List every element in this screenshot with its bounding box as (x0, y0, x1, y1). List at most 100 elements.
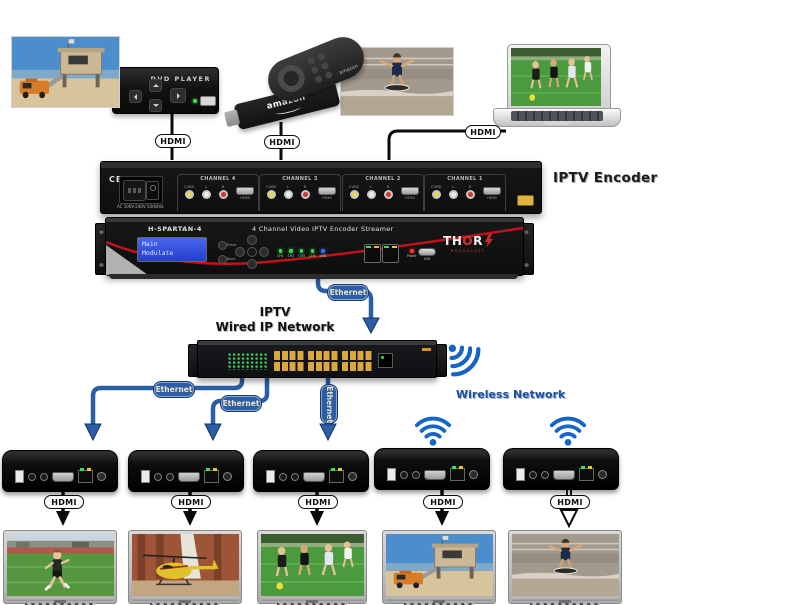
lcd-line-2: Modulate (142, 249, 174, 258)
hdmi-label-box2: HDMI (171, 495, 211, 509)
uplink-port[interactable] (378, 353, 393, 368)
encoder-channel-2: CHANNEL 2 CVBS L R HDMI (342, 174, 424, 211)
audio-left-jack (366, 190, 376, 199)
enter-button[interactable] (218, 241, 227, 250)
wifi-icon-box5 (549, 410, 587, 450)
tv-stand (559, 600, 571, 604)
switch-led-matrix (228, 353, 268, 370)
set-top-box-3 (253, 450, 369, 492)
hdmi-input-port: HDMI (316, 187, 338, 200)
audio-left-jack (448, 190, 458, 199)
iptv-encoder-device: CE AC 100V-240V 50/60Hz CHANNEL 4 CVBS L… (100, 161, 542, 214)
hdmi-out-port (51, 471, 74, 482)
back-button[interactable] (218, 255, 227, 264)
set-top-box-5 (503, 448, 619, 490)
lcd-line-1: Main (142, 240, 158, 248)
laptop-keyboard[interactable] (511, 111, 603, 121)
encoder-channel-1: CHANNEL 1 CVBS L R HDMI (424, 174, 506, 211)
usb-port[interactable]: USB (418, 248, 436, 261)
set-top-box-4 (374, 448, 490, 490)
tv-feet (530, 603, 600, 605)
encoder-power-module (119, 176, 163, 204)
dvd-up-button[interactable] (149, 79, 162, 92)
hdmi-out-port (552, 469, 575, 480)
dvd-source-photo-lifeguard (12, 37, 119, 107)
hdmi-label-dvd: HDMI (155, 134, 191, 148)
port-group-1[interactable] (274, 351, 305, 372)
ethernet-port (578, 466, 594, 481)
lightning-bolt-icon (484, 234, 493, 248)
audio-right-jack (465, 190, 475, 199)
hdmi-label-box3: HDMI (298, 495, 338, 509)
audio-right-jack (300, 190, 310, 199)
hdmi-label-box4: HDMI (423, 495, 463, 509)
ethernet-label-4: Ethernet (321, 385, 337, 423)
skimboarder-source-photo (341, 48, 453, 115)
hdmi-out-port (302, 471, 325, 482)
port-group-3[interactable] (342, 351, 373, 372)
audio-right-jack (383, 190, 393, 199)
network-switch (188, 340, 447, 378)
audio-left-jack (201, 190, 211, 199)
laptop-base (493, 108, 621, 127)
wired-network-heading: IPTV Wired IP Network (215, 305, 335, 334)
navigation-dpad[interactable] (235, 235, 269, 269)
dvd-power-button[interactable] (200, 96, 216, 106)
ethernet-port-1[interactable] (364, 244, 381, 263)
ethernet-port (77, 468, 93, 483)
tv-5 (508, 530, 622, 605)
encoder-channel-4: CHANNEL 4 CVBS L R HDMI (177, 174, 259, 211)
dvd-left-button[interactable] (129, 90, 142, 103)
audio-left-jack (283, 190, 293, 199)
laptop-screen (507, 44, 611, 116)
remote-dpad-ring[interactable] (273, 60, 309, 97)
dvd-play-button[interactable] (170, 88, 186, 103)
wifi-icon-switch (432, 328, 491, 387)
tv-2 (128, 530, 242, 605)
hdmi-label-laptop: HDMI (465, 125, 501, 139)
laptop-notch (544, 121, 570, 125)
tv-4 (382, 530, 496, 605)
hdmi-label-box1: HDMI (44, 495, 84, 509)
laptop-screen-image-soccer (511, 48, 601, 106)
cable-laptop-to-encoder (387, 129, 506, 160)
tv-stand (54, 600, 66, 604)
port-group-2[interactable] (308, 351, 339, 372)
dvd-player-label: DVD PLAYER (150, 75, 211, 83)
aux-port (517, 195, 534, 206)
ethernet-port-2[interactable] (382, 244, 399, 263)
switch-indicator (422, 348, 431, 351)
tv3-image-soccer-game (260, 533, 364, 596)
wireless-network-heading: Wireless Network (456, 388, 566, 401)
hdmi-input-port: HDMI (399, 187, 421, 200)
power-switch[interactable] (146, 181, 159, 200)
hdmi-out-port (423, 469, 446, 480)
set-top-box-2 (128, 450, 244, 492)
ac-inlet (123, 180, 146, 201)
tv-feet (25, 603, 95, 605)
tv-stand (179, 600, 191, 604)
hdmi-label-box5: HDMI (550, 495, 590, 509)
ethernet-port (449, 466, 465, 481)
hdmi-label-firestick: HDMI (264, 135, 300, 149)
ethernet-port (203, 468, 219, 483)
tv-feet (277, 603, 347, 605)
ethernet-label-2: Ethernet (154, 382, 194, 397)
ce-mark: CE (109, 175, 123, 184)
set-top-box-1 (2, 450, 118, 492)
dvd-down-button[interactable] (149, 99, 162, 112)
cvbs-jack (431, 190, 441, 199)
audio-right-jack (218, 190, 228, 199)
tv5-image-skimboarder (511, 533, 619, 596)
tv-feet (150, 603, 220, 605)
iptv-streamer-device: H-SPARTAN-4 4 Channel Video IPTV Encoder… (95, 217, 534, 279)
dvd-power-led (193, 99, 197, 103)
hdmi-input-port: HDMI (481, 187, 503, 200)
streamer-model-label: H-SPARTAN-4 (148, 225, 202, 233)
tv1-image-kid-running (6, 533, 114, 596)
cvbs-jack (266, 190, 276, 199)
ethernet-port (328, 468, 344, 483)
rack-base (109, 274, 518, 279)
tv2-image-helicopter (131, 533, 239, 596)
